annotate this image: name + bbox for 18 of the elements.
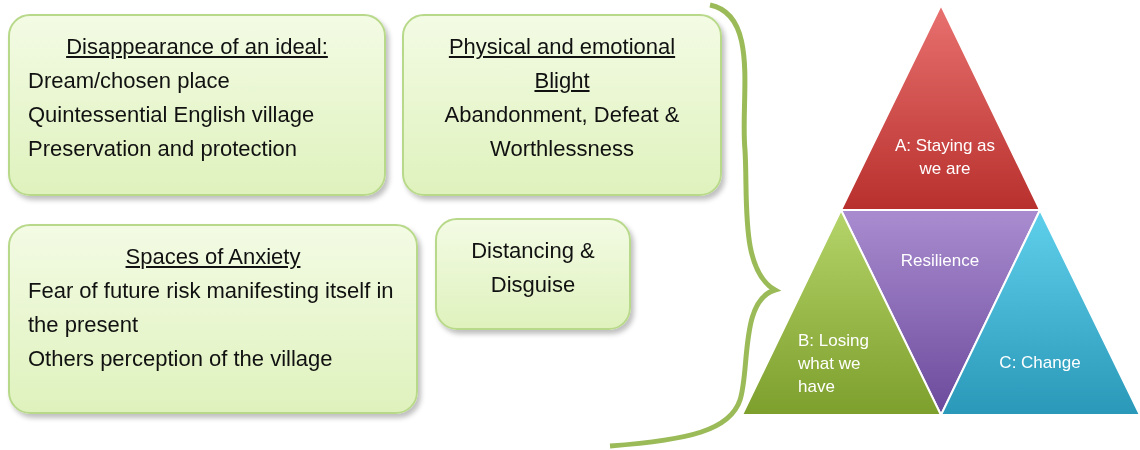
text-card	[402, 14, 722, 196]
segment-label: C: Change	[998, 352, 1082, 374]
segment-label: B: Losing what we have	[798, 330, 870, 398]
text-card	[8, 224, 418, 414]
card-text: Quintessential English village	[28, 101, 316, 130]
card-heading: Physical and emotional Blight	[447, 33, 677, 96]
text-card	[435, 218, 631, 330]
card-heading: Disappearance of an ideal:	[65, 33, 329, 61]
segment-label: Resilience	[899, 250, 981, 272]
card-text: Distancing & Disguise	[470, 237, 596, 300]
card-text: Abandonment, Defeat & Worthlessness	[443, 101, 681, 164]
card-heading: Spaces of Anxiety	[124, 243, 302, 271]
card-text: Fear of future risk manifesting itself in the present	[28, 277, 395, 340]
card-text: Preservation and protection	[28, 135, 299, 164]
segment-label: A: Staying as we are	[893, 135, 997, 180]
text-card	[8, 14, 386, 196]
card-text: Others perception of the village	[28, 345, 334, 374]
card-text: Dream/chosen place	[28, 67, 231, 96]
